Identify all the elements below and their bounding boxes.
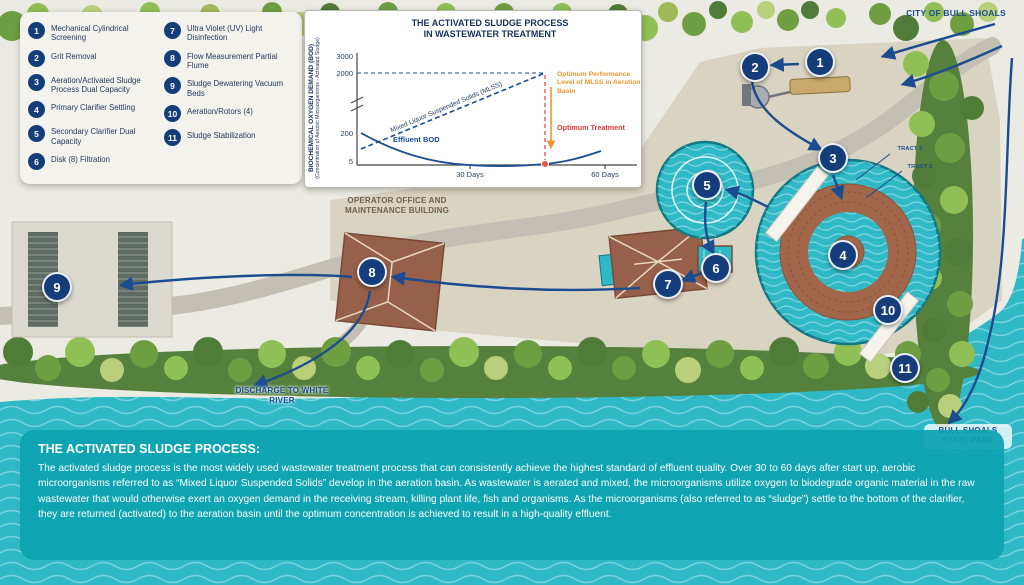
x-tick-60-days: 60 Days [591,170,619,179]
legend-item-label: Flow Measurement Partial Flume [187,51,278,71]
legend-panel: 1 Mechanical Cylindrical Screening 2 Grit … [20,12,302,184]
effluent-bod-label: Effluent BOD [393,135,440,144]
legend-item-label: Mechanical Cylindrical Screening [51,24,129,43]
arrow-2-3 [750,81,824,151]
discharge-to-white-river-label: DISCHARGE TO WHITE RIVER [235,386,329,406]
y-tick-200: 200 [340,129,353,138]
map-marker-5: 5 [692,170,722,200]
map-marker-8: 8 [357,257,387,287]
process-description-body: The activated sludge process is the most… [38,463,975,520]
city-of-bull-shoals-label: CITY OF BULL SHOALS [906,8,1006,18]
tract-1-label: TRACT 1 [897,146,923,152]
office-building [334,232,446,332]
legend-item-label: Aeration/Rotors (4) [187,107,253,117]
map-marker-11: 11 [890,353,920,383]
map-marker-9: 9 [42,272,72,302]
legend-item-label: Sludge Dewatering Vacuum Beds [187,79,284,98]
map-marker-1: 1 [805,47,835,77]
arrow-state-park [947,57,1014,425]
chart-title: THE ACTIVATED SLUDGE PROCESS IN WASTEWAT… [345,18,635,41]
chart-axes [356,53,637,166]
optimum-mlss-annotation: Optimum Performance Level of MLSS in Aer… [557,71,641,95]
legend-item: 7 Ultra Violet (UV) Light Disinfection [164,22,294,43]
legend-item-label: Sludge Stabilization [187,131,256,141]
legend-number-badge: 7 [164,22,181,39]
legend-item: 5 Secondary Clarifier Dual Capacity [28,125,158,146]
mlss-line-label: Mixed Liquor Suspended Solids (MLSS) [390,81,504,135]
legend-item-label: Secondary Clarifier Dual Capacity [51,127,136,146]
process-description-panel: THE ACTIVATED SLUDGE PROCESS: The activa… [20,430,1004,560]
legend-number-badge: 5 [28,125,45,143]
legend-item-label: Disk (8) Filtration [51,155,110,165]
legend-item: 9 Sludge Dewatering Vacuum Beds [164,77,294,98]
arrow-8-9 [118,273,353,291]
legend-item-label: Grit Removal [51,51,97,61]
mlss-line [360,72,546,150]
flow-arrows [118,22,1014,425]
chart-title-line1: THE ACTIVATED SLUDGE PROCESS [411,18,569,28]
arrow-discharge [252,290,372,389]
y-tick-5: 5 [349,157,353,166]
arrow-3-4 [830,174,845,201]
operator-office-label: OPERATOR OFFICE AND MAINTENANCE BUILDING [345,196,449,216]
walkway-bridge [764,165,830,243]
vacuum-beds [11,221,173,338]
legend-number-badge: 8 [164,49,181,67]
x-tick-30-days: 30 Days [456,170,484,179]
map-marker-7: 7 [653,269,683,299]
tract-leader-lines [855,153,903,199]
legend-item: 11 Sludge Stabilization [164,129,294,147]
legend-number-badge: 9 [164,77,181,95]
bod-chart-plot: 3000 2000 200 5 30 Days 60 Days Mixed Li… [336,52,637,179]
process-description-heading: THE ACTIVATED SLUDGE PROCESS: [38,442,261,456]
chart-title-line2: IN WASTEWATER TREATMENT [423,29,557,40]
map-marker-3: 3 [818,143,848,173]
legend-number-badge: 10 [164,105,181,123]
tract-2-label: TRACT 2 [907,164,933,170]
legend-item-label: Primary Clarifier Settling [51,103,136,113]
legend-column-1: 1 Mechanical Cylindrical Screening 2 Grit … [28,22,158,171]
legend-item: 1 Mechanical Cylindrical Screening [28,22,158,43]
legend-number-badge: 6 [28,153,45,171]
legend-item: 3 Aeration/Activated Sludge Process Dual … [28,73,158,95]
legend-item: 10 Aeration/Rotors (4) [164,105,294,123]
y-tick-3000: 3000 [336,52,353,61]
legend-item-label: Ultra Violet (UV) Light Disinfection [187,24,263,43]
arrow-1-2 [769,57,800,72]
legend-item: 2 Grit Removal [28,49,158,67]
arrow-5-6 [701,201,715,256]
legend-number-badge: 3 [28,73,45,91]
axis-break [350,96,364,112]
map-marker-2: 2 [740,52,770,82]
arrow-6-7 [680,269,703,283]
legend-number-badge: 4 [28,101,45,119]
arrow-city-inflow-2 [900,44,1003,88]
effluent-bod-curve [360,132,602,167]
optimum-point [541,160,549,168]
map-marker-4: 4 [828,240,858,270]
legend-number-badge: 2 [28,49,45,67]
legend-item: 8 Flow Measurement Partial Flume [164,49,294,71]
legend-item: 6 Disk (8) Filtration [28,153,158,171]
legend-item: 4 Primary Clarifier Settling [28,101,158,119]
arrow-city-inflow-1 [880,22,996,60]
map-marker-10: 10 [873,295,903,325]
map-marker-6: 6 [701,253,731,283]
arrow-7-8 [390,271,641,292]
legend-number-badge: 1 [28,22,45,39]
optimum-treatment-annotation: Optimum Treatment [557,123,625,132]
y-tick-2000: 2000 [336,69,353,78]
legend-number-badge: 11 [164,129,181,147]
legend-item-label: Aeration/Activated Sludge Process Dual C… [51,75,141,95]
bod-chart-panel: THE ACTIVATED SLUDGE PROCESS IN WASTEWAT… [304,10,642,188]
arrow-4-5 [724,185,769,209]
